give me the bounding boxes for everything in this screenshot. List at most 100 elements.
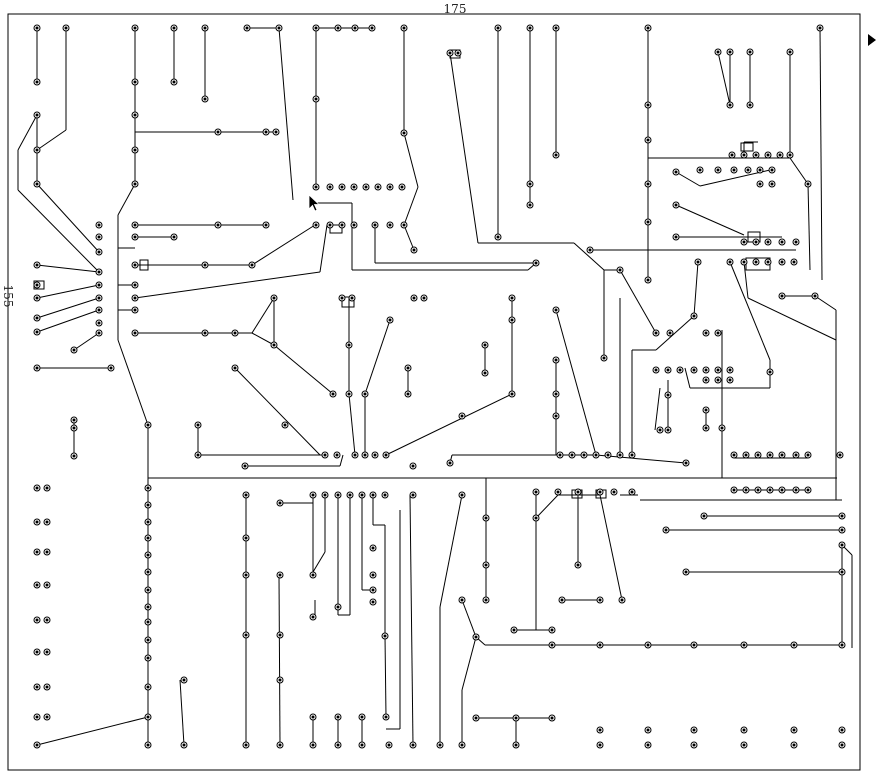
pad-hole: [97, 235, 101, 239]
pad-hole: [483, 371, 487, 375]
play-triangle-icon[interactable]: [868, 34, 876, 46]
pad-hole: [692, 368, 696, 372]
pad-hole: [133, 331, 137, 335]
pad-hole: [45, 486, 49, 490]
pad-hole: [64, 26, 68, 30]
pad-hole: [612, 490, 616, 494]
pad-hole: [72, 418, 76, 422]
pad-hole: [716, 168, 720, 172]
pad-hole: [278, 678, 282, 682]
trace-segment: [535, 494, 559, 519]
pad-hole: [97, 296, 101, 300]
pad-hole: [483, 343, 487, 347]
arrow-cursor-icon: [308, 194, 321, 212]
pad-layer: [33, 24, 846, 749]
pad-hole: [406, 392, 410, 396]
pad-hole: [704, 331, 708, 335]
trace-segment: [675, 171, 701, 187]
trace-segment: [36, 716, 149, 746]
pad-hole: [554, 153, 558, 157]
pad-hole: [716, 50, 720, 54]
trace-segment: [619, 269, 657, 334]
trace-segment: [36, 309, 100, 333]
pad-hole: [272, 343, 276, 347]
pad-hole: [528, 203, 532, 207]
pad-hole: [646, 138, 650, 142]
pad-hole: [35, 283, 39, 287]
pad-hole: [203, 26, 207, 30]
trace-segment: [251, 332, 275, 346]
pad-hole: [598, 728, 602, 732]
pad-hole: [146, 423, 150, 427]
pad-hole: [788, 50, 792, 54]
pad-hole: [146, 620, 150, 624]
trace-segment: [36, 264, 100, 273]
trace-segment: [654, 387, 661, 431]
pad-hole: [364, 185, 368, 189]
pad-hole: [618, 268, 622, 272]
trace-segment: [17, 189, 100, 273]
trace-segment: [449, 52, 479, 244]
pad-hole: [744, 488, 748, 492]
pad-hole: [794, 240, 798, 244]
pad-hole: [534, 261, 538, 265]
pad-hole: [556, 490, 560, 494]
pad-hole: [146, 743, 150, 747]
trace-segment: [814, 295, 837, 311]
pad-hole: [314, 185, 318, 189]
pad-hole: [371, 493, 375, 497]
pad-hole: [666, 428, 670, 432]
pad-hole: [754, 153, 758, 157]
pad-hole: [336, 743, 340, 747]
pad-hole: [172, 26, 176, 30]
pad-hole: [411, 743, 415, 747]
trace-layer: [17, 27, 853, 746]
pad-hole: [674, 203, 678, 207]
pad-hole: [630, 453, 634, 457]
pad-hole: [353, 453, 357, 457]
pad-hole: [340, 223, 344, 227]
pad-hole: [196, 423, 200, 427]
pad-hole: [620, 598, 624, 602]
pad-hole: [146, 605, 150, 609]
pad-hole: [412, 248, 416, 252]
pad-hole: [182, 678, 186, 682]
pad-hole: [840, 543, 844, 547]
pad-hole: [766, 240, 770, 244]
trace-segment: [717, 51, 731, 106]
pad-hole: [550, 643, 554, 647]
pad-hole: [646, 743, 650, 747]
pad-hole: [264, 130, 268, 134]
pad-hole: [172, 235, 176, 239]
pad-hole: [550, 628, 554, 632]
pad-hole: [412, 296, 416, 300]
pad-hole: [323, 493, 327, 497]
pad-hole: [716, 378, 720, 382]
pad-hole: [35, 330, 39, 334]
pad-hole: [203, 97, 207, 101]
pad-hole: [728, 103, 732, 107]
pad-hole: [742, 153, 746, 157]
pad-hole: [630, 490, 634, 494]
pad-hole: [582, 453, 586, 457]
pad-hole: [668, 331, 672, 335]
pad-hole: [666, 368, 670, 372]
pad-hole: [146, 588, 150, 592]
pad-hole: [474, 635, 478, 639]
pad-hole: [336, 493, 340, 497]
pad-hole: [35, 316, 39, 320]
pad-hole: [646, 26, 650, 30]
pad-hole: [840, 743, 844, 747]
pad-hole: [360, 493, 364, 497]
pad-hole: [331, 392, 335, 396]
pad-hole: [35, 685, 39, 689]
pad-hole: [146, 715, 150, 719]
trace-segment: [36, 284, 100, 299]
pad-hole: [780, 488, 784, 492]
pad-hole: [728, 50, 732, 54]
trace-segment: [819, 27, 823, 281]
pad-hole: [244, 493, 248, 497]
pad-hole: [146, 520, 150, 524]
trace-segment: [461, 636, 477, 691]
